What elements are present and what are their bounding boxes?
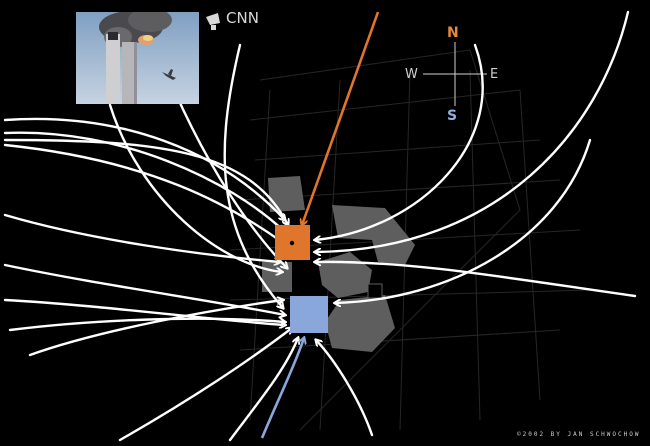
south-tower-marker [290,296,328,333]
north-tower-camera-line [302,11,380,225]
south-tower-camera-line [260,338,304,439]
camera-source-label: CNN [226,9,259,27]
compass-north-label: N [447,25,459,41]
sightline [335,138,592,303]
compass-east-label: E [490,67,499,82]
news-photo-inset [76,12,199,104]
compass-west-label: W [405,67,418,82]
sightline [3,138,288,225]
sightline [28,300,283,357]
sightline [223,43,283,308]
sightlines [3,10,637,442]
compass-cross [423,42,487,106]
copyright-credit: ©2002 BY JAN SCHWOCHOW [517,431,641,438]
compass-south-label: S [447,108,458,124]
sightline [3,117,285,220]
sightline [3,143,282,242]
sightline [3,263,285,315]
sightline [8,319,285,332]
sightline [118,328,292,442]
sightline [228,338,298,442]
sightline [315,10,630,252]
sightline [3,131,285,232]
sightline [3,298,285,325]
sightline [108,103,282,272]
sightline [316,340,374,437]
sightline [173,90,287,268]
north-tower-impact-dot [289,240,295,246]
sightline [315,43,484,240]
video-camera-icon [204,11,224,31]
